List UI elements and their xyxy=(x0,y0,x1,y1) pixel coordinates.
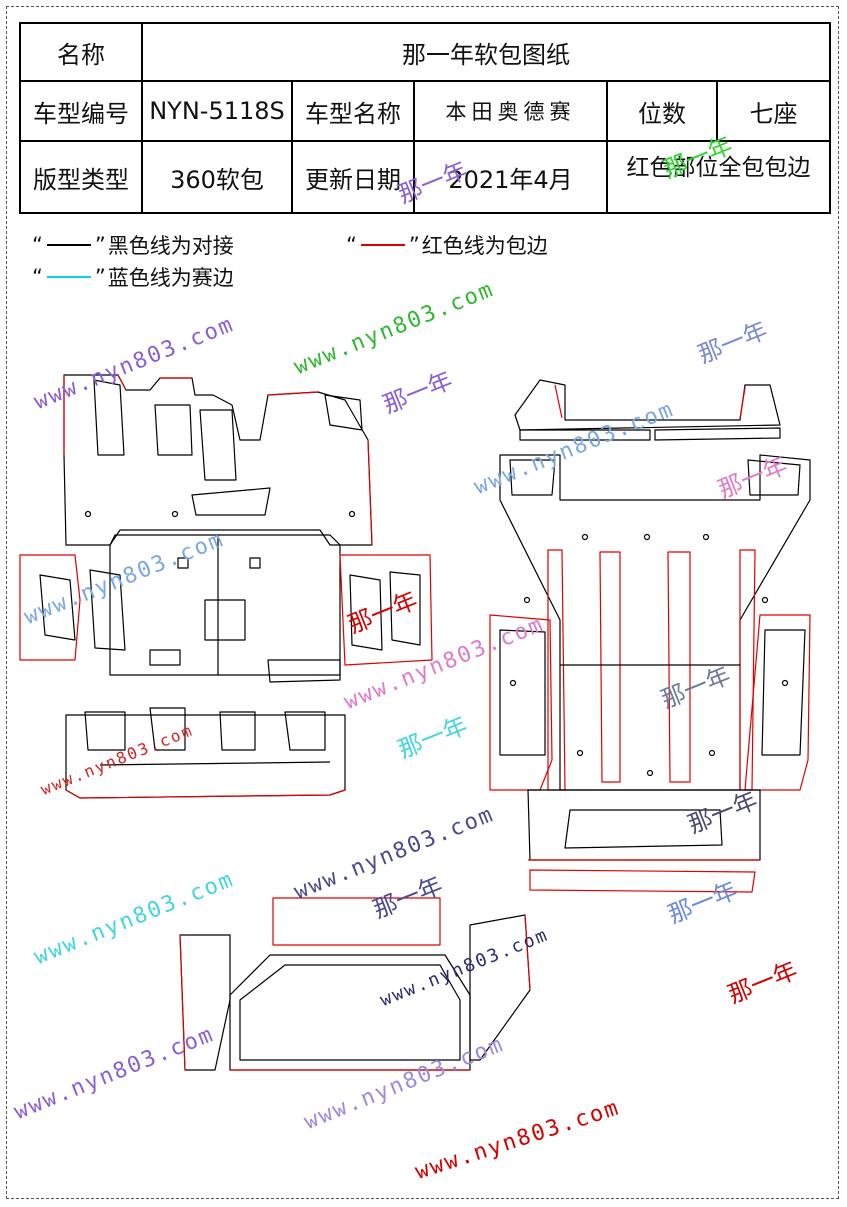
page-border xyxy=(6,6,839,1199)
legend-blue: “”蓝色线为赛边 xyxy=(32,265,234,290)
legend-black: “”黑色线为对接 xyxy=(32,233,234,258)
red-line-swatch xyxy=(360,244,405,246)
pattern-type-label: 版型类型 xyxy=(19,140,143,214)
seats-label: 位数 xyxy=(606,80,718,142)
blue-line-swatch xyxy=(46,276,91,278)
middle-row-pattern xyxy=(65,707,346,799)
model-name-label: 车型名称 xyxy=(291,80,415,142)
seats-value: 七座 xyxy=(716,80,831,142)
pattern-type-value: 360软包 xyxy=(141,140,293,214)
rear-floor-pattern xyxy=(489,379,811,893)
name-label: 名称 xyxy=(19,22,143,82)
model-code-label: 车型编号 xyxy=(19,80,143,142)
note-cell: 红色部位全包包边 xyxy=(606,140,831,214)
trunk-pattern xyxy=(179,897,531,1071)
update-date-label: 更新日期 xyxy=(291,140,415,214)
legend-red: “”红色线为包边 xyxy=(346,233,548,258)
name-value: 那一年软包图纸 xyxy=(141,22,831,82)
front-floor-pattern xyxy=(19,374,433,683)
black-line-swatch xyxy=(46,244,91,246)
model-name-value: 本田奥德赛 xyxy=(413,80,608,142)
info-table: 名称 那一年软包图纸 车型编号 NYN-5118S 车型名称 本田奥德赛 位数 … xyxy=(19,22,831,214)
model-code-value: NYN-5118S xyxy=(141,80,293,142)
update-date-value: 2021年4月 xyxy=(413,140,608,214)
